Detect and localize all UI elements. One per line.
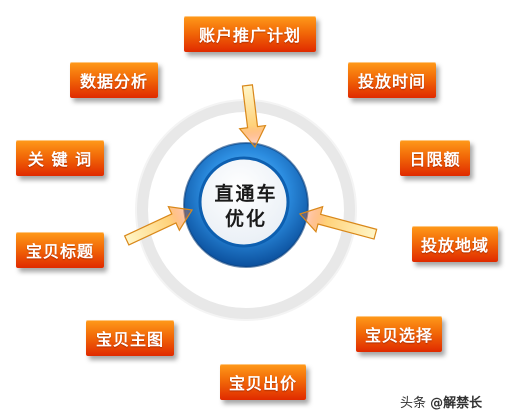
watermark-handle: @解禁长 — [430, 396, 483, 411]
center-label: 直通车 优化 — [196, 182, 296, 232]
node-item-title: 宝贝标题 — [16, 232, 104, 268]
center-label-line2: 优化 — [224, 208, 267, 230]
node-region: 投放地域 — [412, 226, 498, 262]
node-schedule: 投放时间 — [348, 62, 436, 98]
node-data-analysis: 数据分析 — [70, 62, 158, 98]
arrow-right — [298, 205, 378, 240]
node-item-selection: 宝贝选择 — [356, 316, 442, 352]
node-keywords: 关 键 词 — [16, 140, 104, 176]
arrow-left — [123, 205, 193, 246]
node-account-plan: 账户推广计划 — [184, 16, 316, 52]
center-label-line1: 直通车 — [214, 183, 278, 205]
watermark: 头条 @解禁长 — [400, 392, 482, 411]
node-bid: 宝贝出价 — [220, 364, 306, 400]
node-daily-budget: 日限额 — [400, 140, 470, 176]
watermark-prefix: 头条 — [400, 396, 427, 411]
arrow-top — [238, 84, 267, 149]
node-main-image: 宝贝主图 — [86, 320, 174, 356]
hub-inner-disc — [198, 156, 290, 248]
hub-blue-ring-edge — [183, 142, 309, 268]
